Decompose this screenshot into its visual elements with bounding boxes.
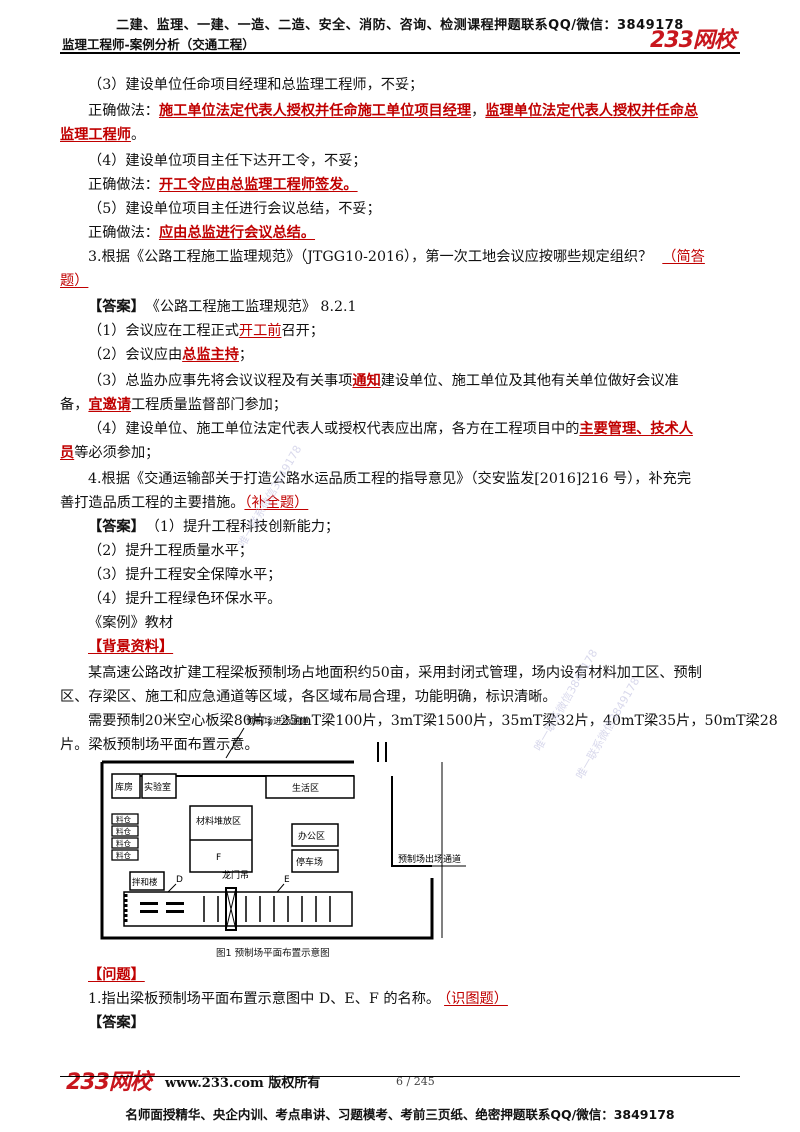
site-layout-figure: 预制场进场通道 预制场出场通道 库房 实验室 生活区 材料堆放区 F 办公区 停… (100, 715, 466, 940)
warehouse-label: 库房 (115, 781, 133, 793)
entrance-road-label: 预制场进场通道 (246, 715, 309, 727)
text-line: （3）建设单位任命项目经理和总监理工程师，不妥； (88, 77, 424, 93)
footer-site: www.233.com 版权所有 (165, 1076, 321, 1091)
text-line: 正确做法：开工令应由总监理工程师签发。 (88, 177, 358, 193)
page-number: 6 / 245 (396, 1075, 435, 1088)
text-line: 正确做法：施工单位法定代表人授权并任命施工单位项目经理，监理单位法定代表人授权并… (88, 103, 699, 119)
office-label: 办公区 (298, 830, 325, 842)
text-line: （2）会议应由总监主持； (88, 347, 254, 363)
question-3: 3.根据《公路工程施工监理规范》（JTGG10-2016），第一次工地会议应按哪… (88, 249, 705, 265)
living-area-label: 生活区 (292, 782, 319, 794)
text-line: （2）提升工程质量水平； (88, 543, 254, 559)
mixer-label: 拌和楼 (132, 877, 158, 888)
exit-road-label: 预制场出场通道 (398, 853, 461, 865)
gantry-label: 龙门吊 (222, 869, 249, 881)
silo-label: 料仓 (116, 850, 131, 860)
material-area-label: 材料堆放区 (196, 815, 241, 827)
silo-label: 料仓 (116, 838, 131, 848)
label-e: E (284, 875, 290, 885)
text-line: 某高速公路改扩建工程梁板预制场占地面积约50亩，采用封闭式管理，场内设有材料加工… (88, 665, 702, 681)
label-d: D (176, 875, 183, 885)
answer-label: 【答案】 (88, 1015, 145, 1031)
footer-rule (60, 1076, 740, 1077)
text-line: 题） (60, 273, 89, 289)
section-background: 【背景资料】 (88, 639, 174, 655)
header-subject: 监理工程师-案例分析（交通工程） (62, 37, 255, 52)
text-line: （5）建设单位项目主任进行会议总结，不妥； (88, 201, 381, 217)
text-line: （1）会议应在工程正式开工前召开； (88, 323, 325, 339)
text-line: 《案例》教材 (88, 615, 174, 631)
text-line: 区、存梁区、施工和应急通道等区域，各区域布局合理，功能明确，标识清晰。 (60, 689, 557, 705)
answer-label: 【答案】《公路工程施工监理规范》 8.2.1 (88, 299, 357, 315)
brand-logo: 233网校 (650, 28, 736, 53)
text-line: （4）提升工程绿色环保水平。 (88, 591, 282, 607)
text-line: 片。梁板预制场平面布置示意。 (60, 737, 259, 753)
text-line: 善打造品质工程的主要措施。（补全题） (60, 495, 309, 511)
text-line: 员等必须参加； (60, 445, 160, 461)
figure-caption: 图1 预制场平面布置示意图 (216, 948, 330, 959)
silo-group: 料仓 料仓 料仓 料仓 (111, 813, 139, 861)
text-line: （4）建设单位项目主任下达开工令，不妥； (88, 153, 367, 169)
answer-label: 【答案】（1）提升工程科技创新能力； (88, 519, 340, 535)
question-4: 4.根据《交通运输部关于打造公路水运品质工程的指导意见》（交安监发[2016]2… (88, 471, 692, 487)
text-line: 正确做法：应由总监进行会议总结。 (88, 225, 316, 241)
text-line: （3）总监办应事先将会议议程及有关事项通知建设单位、施工单位及其他有关单位做好会… (88, 373, 679, 389)
footer-logo: 233网校 (66, 1070, 152, 1095)
footer-contact: 名师面授精华、央企内训、考点串讲、习题模考、考前三页纸、绝密押题联系QQ/微信：… (125, 1107, 675, 1122)
text-line: 需要预制20米空心板梁80片，25mT梁100片，3mT梁1500片，35mT梁… (88, 713, 778, 729)
header-rule (60, 52, 740, 54)
text-line: （3）提升工程安全保障水平； (88, 567, 282, 583)
header-contact: 二建、监理、一建、一造、二造、安全、消防、咨询、检测课程押题联系QQ/微信：38… (116, 18, 684, 33)
lab-label: 实验室 (144, 781, 171, 793)
question-1: 1.指出梁板预制场平面布置示意图中 D、E、F 的名称。（识图题） (88, 991, 508, 1007)
text-line: 备，宜邀请工程质量监督部门参加； (60, 397, 288, 413)
text-line: （4）建设单位、施工单位法定代表人或授权代表应出席，各方在工程项目中的主要管理、… (88, 421, 693, 437)
parking-label: 停车场 (296, 856, 323, 868)
section-question: 【问题】 (88, 967, 145, 983)
silo-label: 料仓 (116, 814, 131, 824)
label-f: F (216, 853, 221, 863)
silo-label: 料仓 (116, 826, 131, 836)
text-line: 监理工程师。 (60, 127, 146, 143)
